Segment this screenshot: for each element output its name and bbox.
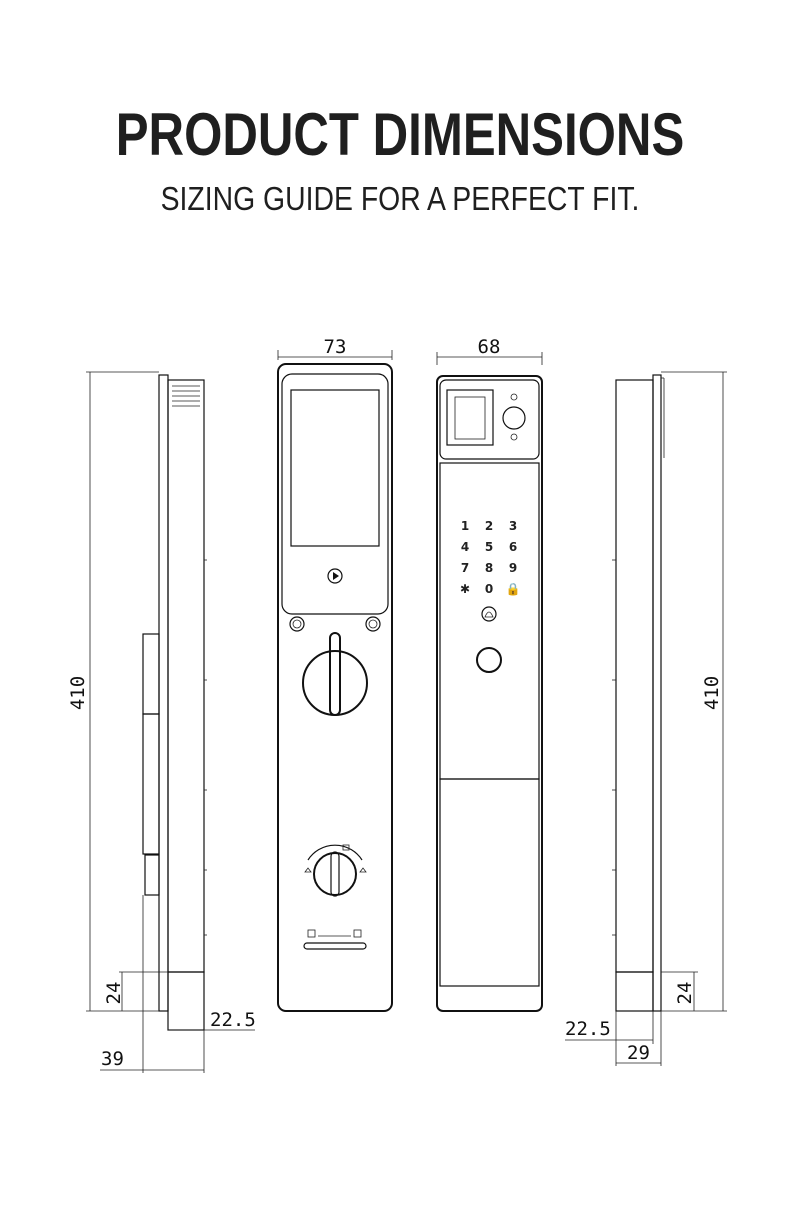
keypad-key-2-1: 8 — [485, 561, 493, 575]
right-depth-total-label: 29 — [627, 1042, 650, 1064]
keypad: 1 2 3 4 5 6 7 8 9 ✱ 0 🔒 — [460, 519, 521, 596]
keypad-key-3-2: 🔒 — [506, 582, 521, 596]
left-height-label: 410 — [67, 676, 89, 710]
front-view: 73 — [277, 336, 393, 1012]
keypad-key-0-1: 2 — [485, 519, 493, 533]
right-depth-inner-label: 22.5 — [565, 1018, 611, 1040]
left-depth-inner-label: 22.5 — [210, 1009, 256, 1031]
left-side-view: 410 24 22.5 39 — [67, 371, 256, 1073]
page-subtitle: SIZING GUIDE FOR A PERFECT FIT. — [160, 180, 640, 217]
front-width-label: 73 — [324, 336, 347, 358]
right-side-view: 410 24 22.5 29 — [565, 371, 727, 1066]
keypad-key-3-0: ✱ — [460, 582, 470, 596]
keypad-key-3-1: 0 — [485, 582, 493, 596]
back-width-label: 68 — [478, 336, 501, 358]
left-depth-total-label: 39 — [101, 1048, 124, 1070]
left-bottom-label: 24 — [103, 982, 125, 1005]
keypad-key-2-0: 7 — [461, 561, 469, 575]
right-height-label: 410 — [701, 676, 723, 710]
back-view: 1 2 3 4 5 6 7 8 9 ✱ 0 🔒 68 — [436, 336, 543, 1012]
page-title: PRODUCT DIMENSIONS — [115, 101, 685, 168]
keypad-key-1-0: 4 — [461, 540, 469, 554]
keypad-key-2-2: 9 — [509, 561, 517, 575]
keypad-key-0-0: 1 — [461, 519, 469, 533]
right-bottom-label: 24 — [674, 982, 696, 1005]
keypad-key-1-2: 6 — [509, 540, 517, 554]
keypad-key-0-2: 3 — [509, 519, 517, 533]
keypad-key-1-1: 5 — [485, 540, 493, 554]
